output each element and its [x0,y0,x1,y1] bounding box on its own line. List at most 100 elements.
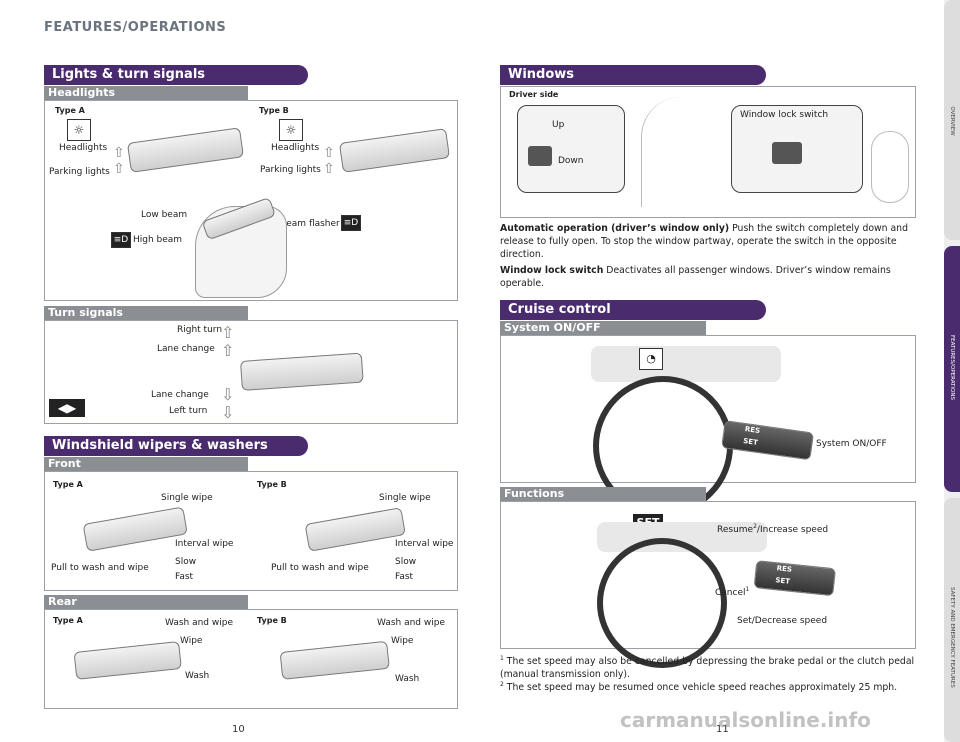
type-b-fast-label: Fast [395,572,414,582]
rear-wiper-stalk-type-b [279,640,390,680]
lever-res-text: RES [776,564,793,574]
arrow-up-icon: ⇧ [323,161,335,177]
front-type-b: Type B [257,480,287,489]
window-lock-term: Window lock switch [500,265,604,276]
footnote-1: 1 The set speed may also be cancelled by… [500,652,920,681]
sidebar-tab-features[interactable] [944,246,960,492]
cruise-indicator-icon: ◔ [639,348,663,370]
type-a-pull-to-wash-label: Pull to wash and wipe [51,563,149,573]
window-lock-switch-label: Window lock switch [740,110,829,120]
type-b-single-wipe-label: Single wipe [379,493,431,503]
front-subtitle: Front [44,457,248,471]
sidebar-tab-features-label: FEATURES/OPERATIONS [949,335,955,400]
arrow-up-icon: ⇧ [113,161,125,177]
type-b-slow-label: Slow [395,557,417,567]
arrow-up-icon: ⇧ [221,323,235,342]
cancel-text: Cancel [715,588,746,598]
right-turn-label: Right turn [177,325,223,335]
type-a-wash-and-wipe-label: Wash and wipe [165,618,233,628]
front-type-a: Type A [53,480,83,489]
rear-type-a: Type A [53,616,83,625]
arrow-down-icon: ⇩ [221,403,235,422]
door-handle-outline [871,131,909,203]
cruise-lever: RES SET [721,420,815,461]
functions-panel: SET Resume2/Increase speed RES SET Cance… [500,501,916,668]
footnote-2-marker: 2 [500,681,504,688]
resume-footnote-marker: 2 [753,523,757,530]
window-switch-inset: Up Down [517,105,625,193]
front-wiper-panel: Type A Type B Single wipe Interval wipe … [44,471,458,591]
page-header: FEATURES/OPERATIONS [44,20,227,35]
type-b-parking-lights-label: Parking lights [260,165,321,175]
type-b-pull-to-wash-label: Pull to wash and wipe [271,563,369,573]
headlights-type-a: Type A [55,106,85,115]
lever-set-text: SET [775,576,791,586]
type-b-headlights-label: Headlights [271,143,320,153]
resume-suffix: /Increase speed [756,525,829,535]
type-a-parking-lights-label: Parking lights [49,167,110,177]
footnote-1-marker: 1 [500,655,504,662]
type-a-interval-wipe-label: Interval wipe [175,539,234,549]
cancel-footnote-marker: 1 [745,586,750,593]
type-b-wash-and-wipe-label: Wash and wipe [377,618,445,628]
rear-wiper-stalk-type-a [73,640,182,680]
system-on-off-label: System ON/OFF [816,439,887,449]
lane-change-top-label: Lane change [157,344,215,354]
arrow-up-icon: ⇧ [221,341,235,360]
high-beam-flasher-label: High beam flasher [257,219,340,229]
driver-side-label: Driver side [509,90,559,99]
auto-operation-term: Automatic operation (driver’s window onl… [500,223,730,234]
set-decrease-label: Set/Decrease speed [737,616,828,626]
type-a-fast-label: Fast [175,572,194,582]
system-on-off-panel: ◔ RES SET System ON/OFF [500,335,916,516]
type-b-wipe-label: Wipe [391,636,414,646]
window-lock-text: Deactivates all passenger windows. Drive… [500,265,891,289]
window-lock-inset: Window lock switch [731,105,863,193]
headlight-sun-icon: ☼ [67,119,91,141]
type-b-interval-wipe-label: Interval wipe [395,539,454,549]
resume-text: Resume [717,525,754,535]
type-a-slow-label: Slow [175,557,197,567]
system-on-off-subtitle: System ON/OFF [500,321,706,335]
cancel-label: Cancel1 [715,586,749,598]
headlights-panel: Type A Type B ☼ Headlights Parking light… [44,100,458,301]
footnote-1-text: The set speed may also be cancelled by d… [500,656,915,681]
arrow-up-icon: ⇧ [113,145,125,161]
rear-subtitle: Rear [44,595,248,609]
high-beam-icon: ≡D [111,232,131,248]
window-down-label: Down [558,156,584,166]
left-turn-label: Left turn [169,406,208,416]
sidebar-tab-overview[interactable] [944,0,960,240]
dashboard-illustration [591,346,781,382]
lane-change-bottom-label: Lane change [151,390,209,400]
cruise-section-title: Cruise control [500,300,766,320]
functions-subtitle: Functions [500,487,706,501]
left-page-number: 10 [232,724,245,735]
turn-signals-panel: Right turn Lane change Lane change Left … [44,320,458,424]
window-up-label: Up [552,120,565,130]
type-a-headlights-label: Headlights [59,143,108,153]
lever-res-text: RES [744,425,761,436]
high-beam-flasher-icon: ≡D [341,215,361,231]
right-page-number: 11 [716,724,729,735]
footnote-2-text: The set speed may be resumed once vehicl… [506,682,898,694]
type-a-wipe-label: Wipe [180,636,203,646]
sidebar-tab-safety-label: SAFETY AND EMERGENCY FEATURES [949,587,955,688]
headlight-sun-icon: ☼ [279,119,303,141]
wipers-section-title: Windshield wipers & washers [44,436,308,456]
headlight-stalk-type-a [126,127,244,173]
headlights-subtitle: Headlights [44,86,248,100]
sidebar-tab-safety[interactable] [944,498,960,742]
turn-signal-stalk [239,352,364,391]
front-wiper-stalk-type-b [304,507,406,552]
low-beam-label: Low beam [141,210,188,220]
window-lock-paragraph: Window lock switch Deactivates all passe… [500,264,916,290]
type-a-single-wipe-label: Single wipe [161,493,213,503]
auto-operation-text: Push the switch completely down and rele… [500,223,908,260]
steering-wheel [597,538,727,668]
resume-label: Resume2/Increase speed [717,523,828,535]
window-switch [528,146,552,166]
lights-section-title: Lights & turn signals [44,65,308,85]
cruise-lever: RES SET [753,560,837,597]
arrow-down-icon: ⇩ [221,385,235,404]
